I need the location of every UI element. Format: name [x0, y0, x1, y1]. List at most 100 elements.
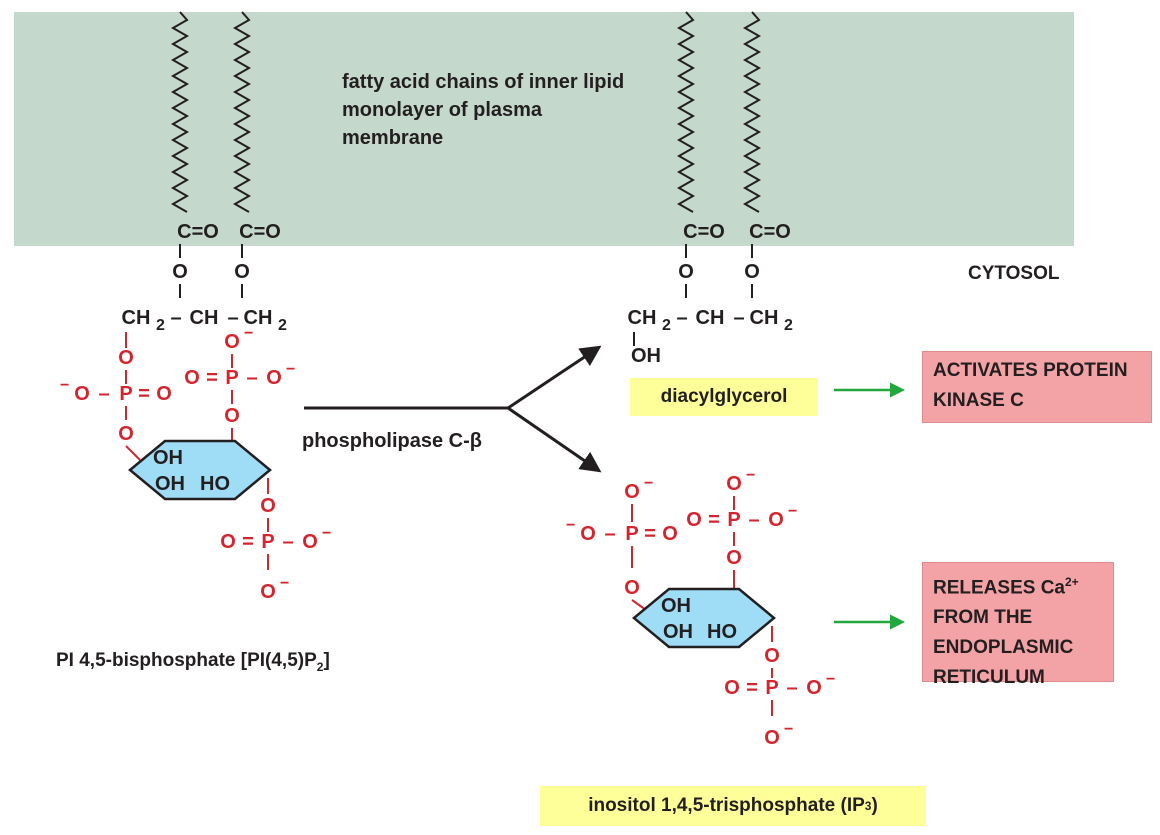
- ip3-inositol-ring: [632, 587, 776, 649]
- pip2-p5-charge: −: [322, 525, 331, 542]
- pip2-p4-top-o-minus: O: [224, 331, 240, 353]
- pip2-p5-bottom-charge: −: [280, 575, 289, 592]
- pip2-ch2-left: CH: [122, 307, 151, 329]
- pip2-p4-o-minus: O: [266, 367, 282, 389]
- pip2-name-end: ]: [323, 650, 330, 671]
- cytosol-label: CYTOSOL: [968, 263, 1060, 284]
- pip2-sn1-fatty-acid-chain: [170, 11, 190, 213]
- ip3-p4-oxygen: O: [686, 509, 702, 531]
- pip2-p1-phosphorus: P: [119, 383, 132, 405]
- dag-ch2-left: CH: [628, 307, 657, 329]
- pip2-p5-phosphorus: P: [261, 531, 274, 553]
- pkc-effect-box: ACTIVATES PROTEIN KINASE C: [922, 351, 1152, 423]
- dag-sn2-ester-oxygen: O: [744, 261, 760, 283]
- ip3-p1-charge: −: [566, 517, 575, 534]
- dag-hydroxyl: OH: [631, 345, 661, 367]
- ip3-p1-ring-oxygen: O: [624, 577, 640, 599]
- arrow-to-ip3: [507, 406, 602, 473]
- ip3-p1-bond: –: [604, 523, 615, 545]
- pip2-sn1-carbonyl: C=O: [177, 221, 219, 243]
- pip2-p1-oxygen: O: [156, 383, 172, 405]
- dag-ch-middle: CH: [696, 307, 725, 329]
- pip2-sn2-carbonyl: C=O: [239, 221, 281, 243]
- ip3-p5-phosphorus: P: [765, 677, 778, 699]
- ip3-p5-double-bond: =: [746, 677, 758, 699]
- ip3-name: inositol 1,4,5-trisphosphate (IP: [588, 795, 865, 816]
- dag-label: diacylglycerol: [630, 378, 818, 416]
- pip2-p4-oxygen: O: [184, 367, 200, 389]
- membrane-label: fatty acid chains of inner lipid monolay…: [342, 71, 625, 149]
- pip2-bond-dash: –: [170, 307, 181, 329]
- pip2-name: PI 4,5-bisphosphate [PI(4,5)P: [56, 650, 317, 671]
- ip3-p1-top-charge: −: [644, 475, 653, 492]
- ip3-p4-top-charge: −: [746, 467, 755, 484]
- pip2-p1-bond: –: [98, 383, 109, 405]
- pip2-ch2-right-sub: 2: [278, 317, 287, 334]
- pip2-label: PI 4,5-bisphosphate [PI(4,5)P2]: [56, 650, 330, 674]
- ip3-subscript: 3: [864, 799, 872, 813]
- ip3-ring-ho: HO: [707, 621, 737, 643]
- calcium-effect-box: RELEASES Ca2+FROM THE ENDOPLASMIC RETICU…: [922, 562, 1114, 688]
- dag-bond-dash: –: [676, 307, 687, 329]
- ip3-p5-oxygen: O: [724, 677, 740, 699]
- ip3-p1-double-bond: =: [644, 523, 656, 545]
- pip2-p1-o-minus: O: [74, 383, 90, 405]
- ip3-p4-phosphorus: P: [727, 509, 740, 531]
- pip2-subscript: 2: [316, 659, 324, 674]
- pip2-p1-bridge-oxygen: O: [118, 347, 134, 369]
- enzyme-label: phospholipase C-β: [302, 430, 482, 452]
- pip2-sn2-ester-oxygen: O: [234, 261, 250, 283]
- dag-sn1-carbonyl: C=O: [683, 221, 725, 243]
- pip2-ring-oh: OH: [153, 447, 183, 469]
- pip2-ch-middle: CH: [190, 307, 219, 329]
- pip2-p5-o-minus: O: [302, 531, 318, 553]
- pip2-p4-charge: −: [286, 361, 295, 378]
- ip3-p5-bottom-charge: −: [784, 721, 793, 738]
- ip3-p4-ring-oxygen: O: [726, 547, 742, 569]
- pip2-bond: [125, 445, 141, 461]
- ip3-p1-oxygen: O: [662, 523, 678, 545]
- pip2-p4-top-charge: −: [244, 325, 253, 342]
- ip3-p5-bond: –: [786, 677, 797, 699]
- pip2-ring-oh: OH: [155, 473, 185, 495]
- pip2-p4-ring-oxygen: O: [224, 405, 240, 427]
- dag-sn1-fatty-acid-chain: [676, 11, 696, 213]
- ip3-p5-charge: −: [826, 671, 835, 688]
- ip3-p5-o-minus: O: [806, 677, 822, 699]
- pip2-p5-bottom-o-minus: O: [260, 581, 276, 603]
- dag-bond-dash: –: [733, 307, 744, 329]
- dag-sn2-fatty-acid-chain: [742, 11, 762, 213]
- ip3-p1-phosphorus: P: [625, 523, 638, 545]
- ip3-name-end: ): [871, 795, 878, 816]
- ip3-ring-oh: OH: [661, 595, 691, 617]
- ip3-p4-double-bond: =: [708, 509, 720, 531]
- pip2-sn2-fatty-acid-chain: [232, 11, 252, 213]
- pip2-p1-double-bond: =: [138, 383, 150, 405]
- pip2-p4-double-bond: =: [206, 367, 218, 389]
- pip2-ch2-right: CH: [244, 307, 273, 329]
- dag-sn2-carbonyl: C=O: [749, 221, 791, 243]
- pip2-ch2-left-sub: 2: [156, 317, 165, 334]
- pip2-p5-oxygen: O: [220, 531, 236, 553]
- pip2-p4-phosphorus: P: [225, 367, 238, 389]
- dag-ch2-right-sub: 2: [784, 317, 793, 334]
- pip2-ring-ho: HO: [200, 473, 230, 495]
- ip3-p4-charge: −: [788, 503, 797, 520]
- calcium-charge: 2+: [1064, 575, 1079, 589]
- calcium-effect-rest: FROM THE ENDOPLASMIC RETICULUM: [933, 607, 1074, 689]
- pip2-inositol-ring: [128, 439, 272, 501]
- pip2-p5-double-bond: =: [242, 531, 254, 553]
- plasma-membrane-region: [14, 12, 1074, 246]
- pip2-bond-dash: –: [227, 307, 238, 329]
- pip2-p1-ring-oxygen: O: [118, 423, 134, 445]
- pip2-sn1-ester-oxygen: O: [172, 261, 188, 283]
- ip3-ring-oh: OH: [663, 621, 693, 643]
- arrow-to-dag: [507, 345, 602, 410]
- dag-ch2-left-sub: 2: [662, 317, 671, 334]
- ip3-p1-top-o-minus: O: [624, 481, 640, 503]
- pip2-p5-bond: –: [282, 531, 293, 553]
- ip3-p4-bond: –: [748, 509, 759, 531]
